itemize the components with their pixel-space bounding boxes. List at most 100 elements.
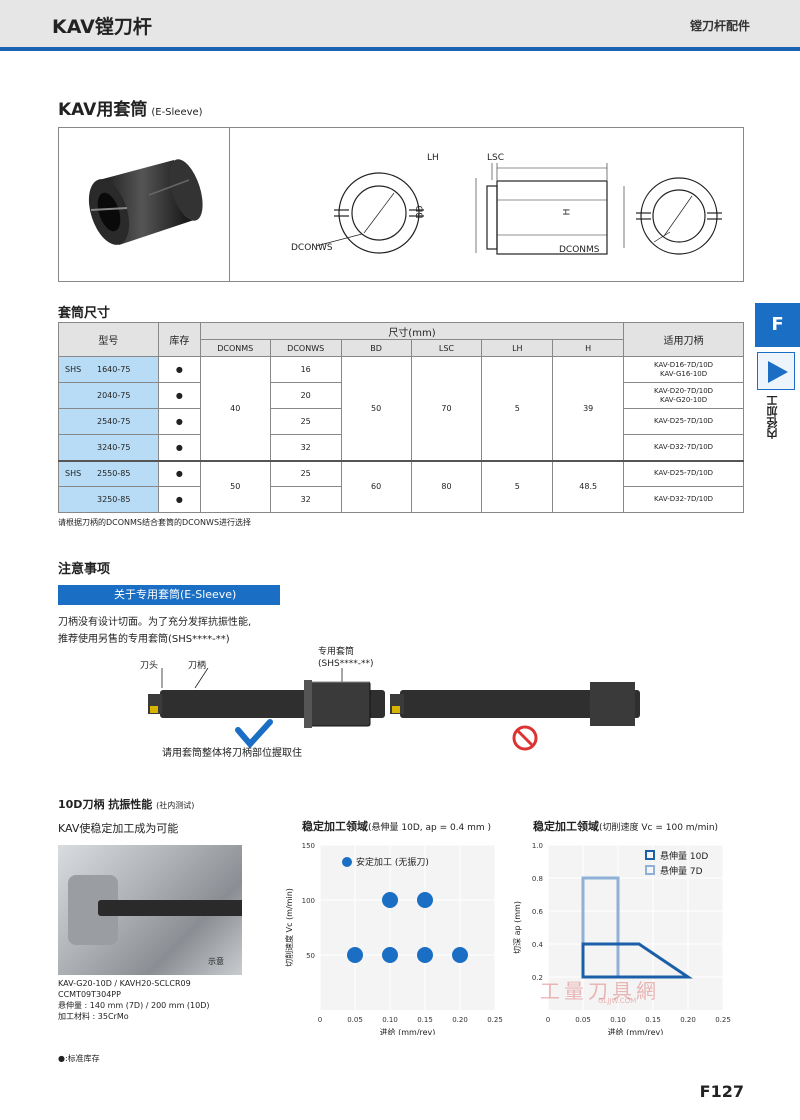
model-code: 3250-85 (97, 495, 131, 504)
series-label: SHS (65, 469, 82, 479)
test-spec: KAV-G20-10D / KAVH20-SCLCR09 CCMT09T304P… (58, 978, 210, 1022)
label-head: 刀头 (140, 661, 159, 671)
vibration-title-text: 10D刀柄 抗振性能 (58, 798, 153, 811)
holder-line: KAV-D32-7D/10D (654, 442, 714, 451)
vibration-title: 10D刀柄 抗振性能 (社内测试) (58, 796, 194, 812)
chart1-point (382, 892, 398, 908)
chart1-point (452, 947, 468, 963)
sleeve-photo (88, 159, 203, 245)
chart2-ytick-label: 0.2 (532, 974, 543, 982)
series-label: SHS (65, 365, 82, 374)
holder-line: KAV-D20-7D/10D (654, 386, 714, 395)
sleeve-drawing-box: LH LSC BD H DCONWS DCONMS (58, 127, 744, 282)
chart1-xtick-label: 0.15 (417, 1016, 433, 1024)
col-h: H (552, 339, 625, 357)
machining-photo: 示意 (58, 845, 242, 975)
chart2-xtick-label: 0.05 (575, 1016, 591, 1024)
holder-line: KAV-D32-7D/10D (654, 495, 714, 503)
chart2-plot-area (548, 845, 723, 1010)
h-cell: 39 (552, 356, 625, 461)
stock-cell: ● (157, 382, 201, 409)
chart1-subtitle: (悬伸量 10D, ap = 0.4 mm ) (368, 823, 492, 833)
notice-line: 刀柄没有设计切面。为了充分发挥抗振性能, (58, 617, 252, 628)
header-accent-line (0, 47, 800, 51)
chart1-title: 稳定加工领域(悬伸量 10D, ap = 0.4 mm ) (302, 818, 491, 834)
dim-label-dconws: DCONWS (291, 243, 333, 253)
dim-label-bd: BD (415, 205, 426, 219)
holder-cell: KAV-D32-7D/10D (623, 434, 744, 461)
lh-cell: 5 (481, 356, 554, 461)
holder-line: KAV-D25-7D/10D (654, 417, 714, 425)
model-cell: 3240-75 (58, 434, 159, 461)
chart2-xtick-label: 0 (546, 1016, 550, 1024)
dconws-cell: 20 (269, 382, 342, 409)
model-code: 2540-75 (97, 417, 131, 426)
stock-cell: ● (157, 434, 201, 461)
photo-bar (98, 900, 242, 916)
chart1-title-text: 稳定加工领域 (302, 820, 368, 833)
holder-cell: KAV-D25-7D/10D (623, 408, 744, 435)
notice-text: 刀柄没有设计切面。为了充分发挥抗振性能, 推荐使用另售的专用套筒(SHS****… (58, 614, 251, 648)
notice-title: 注意事项 (58, 562, 111, 577)
model-code: 2550-85 (97, 469, 131, 479)
stock-cell: ● (157, 486, 201, 513)
lsc-cell: 80 (410, 459, 483, 513)
model-cell: 2540-75 (58, 408, 159, 435)
dconws-cell: 25 (269, 459, 342, 487)
chart2-xtick-label: 0.25 (715, 1016, 731, 1024)
stock-cell: ● (157, 408, 201, 435)
chart1-legend-marker (342, 857, 352, 867)
chart2-xtick-label: 0.20 (680, 1016, 696, 1024)
chart2-xlabel: 进给 (mm/rev) (608, 1027, 664, 1035)
caption-grip: 请用套筒整体将刀柄部位握取住 (162, 748, 302, 759)
table-row: 2540-75 ● 25 KAV-D25-7D/10D (58, 408, 744, 435)
bd-cell: 50 (340, 356, 412, 461)
model-code: 2040-75 (97, 391, 131, 400)
spec-line: CCMT09T304PP (58, 990, 121, 999)
side-tab[interactable]: F (755, 303, 800, 347)
chart1-point (382, 947, 398, 963)
boring-tool-icon (757, 352, 795, 390)
section-title-text: KAV用套筒 (58, 100, 148, 120)
col-dconws: DCONWS (269, 339, 342, 357)
prohibited-icon (512, 725, 538, 751)
side-label: 内径加工 (766, 395, 779, 439)
chart2-ytick-label: 0.6 (532, 908, 544, 916)
page-header: KAV镗刀杆 镗刀杆配件 (0, 0, 800, 50)
label-shank: 刀柄 (188, 661, 207, 671)
lsc-cell: 70 (410, 356, 483, 461)
chart2-ytick-label: 0.4 (532, 941, 544, 949)
chart1-plot-area (320, 845, 495, 1010)
dims-table: 型号 库存 尺寸(mm) 适用刀柄 DCONMS DCONWS BD LSC L… (58, 322, 744, 513)
header-title: KAV镗刀杆 (52, 16, 152, 38)
chart1-xtick-label: 0 (318, 1016, 322, 1024)
model-cell: 2040-75 (58, 382, 159, 409)
chart2-legend-label: 悬伸量 10D (660, 850, 708, 862)
chart2-legend-label: 悬伸量 7D (660, 865, 703, 877)
notice-line: 推荐使用另售的专用套筒(SHS****-**) (58, 634, 230, 645)
section-title: KAV用套筒(E-Sleeve) (58, 95, 203, 120)
dim-label-h: H (562, 208, 573, 216)
spec-line: KAV-G20-10D / KAVH20-SCLCR09 (58, 979, 191, 988)
stock-cell: ● (157, 459, 201, 487)
bd-cell: 60 (340, 459, 412, 513)
holder-line: KAV-D16-7D/10D (654, 360, 714, 369)
dim-label-lsc: LSC (487, 153, 505, 163)
chart1-xtick-label: 0.25 (487, 1016, 503, 1024)
chart2-subtitle: (切削速度 Vc = 100 m/min) (599, 823, 719, 833)
chart2-series-10d (581, 942, 693, 979)
chart1-ytick-label: 50 (306, 952, 315, 960)
chart1-xtick-label: 0.20 (452, 1016, 468, 1024)
chart2-ytick-label: 0.8 (532, 875, 543, 883)
chart1-legend-label: 安定加工 (无振刀) (356, 856, 429, 868)
vibration-subtitle: KAV使稳定加工成为可能 (58, 822, 179, 835)
holder-cell: KAV-D25-7D/10D (623, 459, 744, 487)
chart1-ytick-label: 150 (302, 842, 315, 850)
chart1-ytick-label: 100 (302, 897, 315, 905)
chart1-point (417, 892, 433, 908)
